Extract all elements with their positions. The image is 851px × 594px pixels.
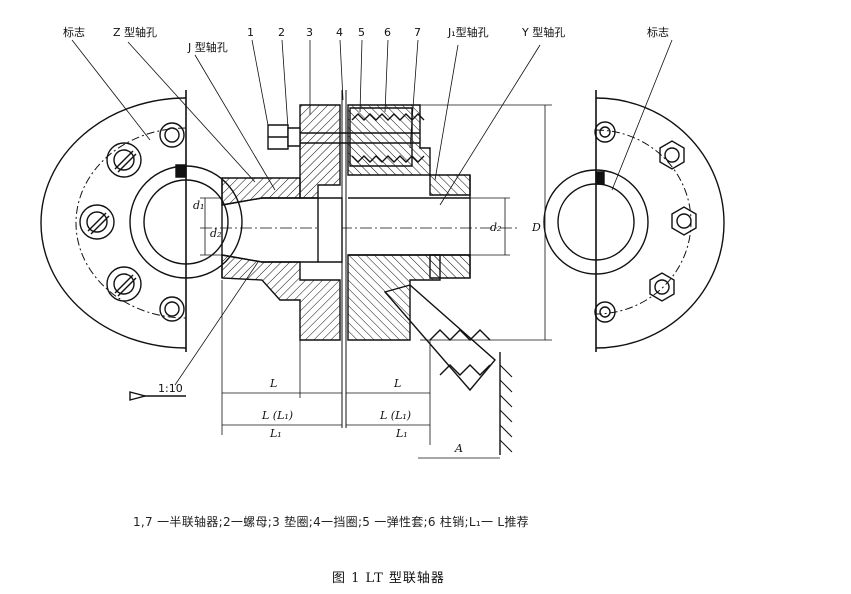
mark-label-right: 标志 [647, 26, 669, 39]
dim-d2: d₂ [490, 221, 502, 234]
dim-LL1-left: L (L₁) [262, 409, 294, 422]
y-bore-label: Y 型轴孔 [522, 26, 566, 39]
j1-bore-label: J₁型轴孔 [448, 26, 489, 39]
j-bore-label: J 型轴孔 [188, 41, 228, 54]
dim-dz: d₂ [210, 227, 222, 240]
central-section [72, 40, 672, 458]
part-number-7: 7 [414, 26, 421, 39]
taper-label: 1:10 [158, 382, 183, 395]
dim-Lrec-right: L₁ [396, 427, 408, 440]
dim-d1: d₁ [193, 199, 205, 212]
dim-A: A [455, 442, 463, 455]
dim-Lrec-left: L₁ [270, 427, 282, 440]
dim-L-left: L [270, 377, 278, 390]
z-bore-label: Z 型轴孔 [113, 26, 158, 39]
part-number-6: 6 [384, 26, 391, 39]
part-number-1: 1 [247, 26, 254, 39]
part-number-4: 4 [336, 26, 343, 39]
dim-LL1-right: L (L₁) [380, 409, 412, 422]
part-number-5: 5 [358, 26, 365, 39]
dim-D: D [532, 221, 541, 234]
mark-label-left: 标志 [63, 26, 85, 39]
left-end-view [41, 90, 242, 400]
part-number-2: 2 [278, 26, 285, 39]
parts-legend: 1,7 一半联轴器;2一螺母;3 垫圈;4一挡圈;5 一弹性套;6 柱销;L₁一… [133, 515, 529, 529]
right-end-view [544, 90, 724, 352]
left-bolt-holes [80, 123, 184, 321]
figure-caption: 图 1 LT 型联轴器 [332, 571, 445, 586]
right-nuts [595, 122, 696, 322]
dim-L-right: L [394, 377, 402, 390]
part-number-3: 3 [306, 26, 313, 39]
